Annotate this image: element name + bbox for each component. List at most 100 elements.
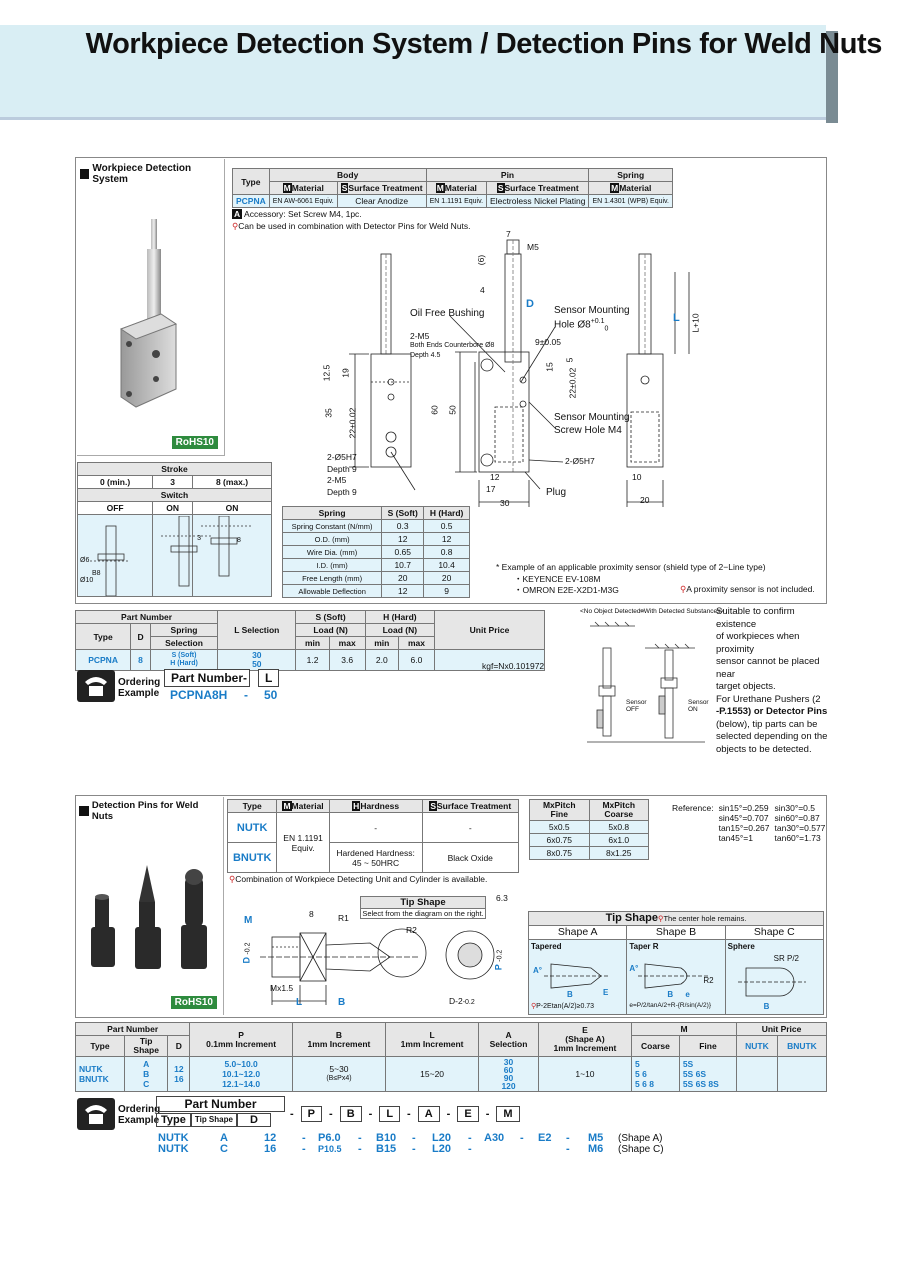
rohs-badge: RoHS10 [171,436,218,449]
label-d10: Ø10 [80,577,94,584]
square-bullet-icon [80,169,90,179]
dim-19: 19 [340,368,351,378]
load-soft-header: Load (N) [295,623,366,637]
dim-D: D [526,298,534,310]
dim-h7-right: 2-Ø5H7 [565,456,595,466]
row2-b: 5~30(B≤Px4) [291,1056,387,1092]
shape-c-cell: Sphere SR P/2 B [727,942,806,1011]
counterbore-label: Both Ends Counterbore Ø8 [410,342,495,349]
switch-off: OFF [76,501,154,515]
mx-coarse: 8x1.25 [588,846,649,860]
dim-m5: M5 [527,242,539,252]
ordering-part-number-box-2: Part Number [156,1096,285,1112]
dim-20: 20 [640,495,650,505]
detection-unit-photo [119,219,178,408]
dim-L: L [673,312,680,324]
surface-header-2: SSurface Treatment [421,799,519,813]
spring-row-label: O.D. (mm) [281,532,383,546]
max-header: max [328,636,366,650]
part-number-header: Part Number [74,610,219,624]
soft-header: S (Soft) [295,610,366,624]
pin-dim-r2: R2 [406,925,417,935]
ordering-l-value: 50 [264,688,278,702]
pin-header: Pin [425,168,590,182]
body-surface-header: SSurface Treatment [336,181,427,195]
tip-shape-selector: Tip Shape Select from the diagram on the… [360,896,486,919]
dim-6: (6) [476,254,487,266]
mx-coarse: 6x1.0 [588,833,649,847]
type-header: Type [74,623,132,650]
bnutk-price-header: BNUTK [776,1035,828,1057]
row2-e: 1~10 [537,1056,633,1092]
pin-dim-d2: D-2-0.2 [449,996,475,1006]
spring-sel-header: Spring [149,623,219,637]
sensor-not-included: ⚲A proximity sensor is not included. [680,584,815,594]
plug-label: Plug [546,487,567,498]
combination-note: ⚲Can be used in combination with Detecto… [232,221,471,231]
section2-spec-table: Type MMaterial HHardness SSurface Treatm… [226,799,519,873]
body-header: Body [268,168,427,182]
spring-row-label: Spring Constant (N/mm) [281,519,383,533]
spring-table: Spring S (Soft) H (Hard) Spring Constant… [281,506,470,598]
dim-2-m5: 2-M5 [410,331,430,341]
spring-row-hard: 12 [423,532,470,546]
min-header: min [364,636,399,650]
dim-5: 5 [564,357,575,363]
sensor-mounting-label: Sensor Mounting [554,305,630,316]
soft-max: 3.6 [328,649,366,671]
spring-material-header: MMaterial [588,181,673,195]
spring-row-hard: 0.5 [423,519,470,533]
sensor-keyence: ・KEYENCE EV-108M [514,574,601,584]
square-bullet-icon [79,806,89,816]
label-b8: B8 [92,570,101,577]
dim-50: 50 [447,405,458,415]
spring-row-hard: 20 [423,571,470,585]
spring-row-hard: 9 [423,584,470,598]
spring-row-label: Allowable Deflection [281,584,383,598]
shape-b-cell: Taper R A° R2 B e e=P/2/tanA/2+R-{R/sin(… [627,940,726,1014]
header-band [0,25,838,123]
spring-row-soft: 20 [381,571,425,585]
stroke-header: Stroke [77,462,272,476]
switch-header: Switch [77,488,272,502]
section1-technical-drawing [349,239,690,507]
shape-b-header: Shape B [627,926,726,939]
depth9b-left: Depth 9 [327,487,357,497]
stroke-max: 8 (max.) [192,475,272,489]
row2-price-nutk [736,1056,778,1092]
part-number-header-2: Part Number [74,1022,191,1036]
pin-dim-r1: R1 [338,913,349,923]
tip-shape-table: Tip Shape⚲The center hole remains. Shape… [528,911,824,1015]
phone-icon [77,670,115,702]
section1-label: Workpiece Detection System [92,163,192,185]
with-object-label: <With Detected Substances> [640,608,725,615]
pin-surface-header: SSurface Treatment [486,181,590,195]
dim-12-5: 12.5 [321,364,332,382]
label-d6: Ø6 [80,557,90,564]
spring-row-hard: 10.4 [423,558,470,572]
screw-hole-label-1: Sensor Mounting [554,412,630,423]
row2-l: 15~20 [385,1056,480,1092]
surface-roughness: 6.3 [496,893,508,903]
nutk-price-header: NUTK [736,1035,778,1057]
pin-dim-d: D -0.2 [241,942,252,964]
no-object-label: <No Object Detected> [580,608,645,615]
pin-dim-mx15: Mx1.5 [270,983,294,993]
dim-12: 12 [490,472,500,482]
max-header: max [397,636,436,650]
spring-row-label: Free Length (mm) [281,571,383,585]
type-header-3: Type [75,1035,125,1057]
dim-35: 35 [323,408,334,418]
section2-combination-note: ⚲Combination of Workpiece Detecting Unit… [229,874,488,884]
